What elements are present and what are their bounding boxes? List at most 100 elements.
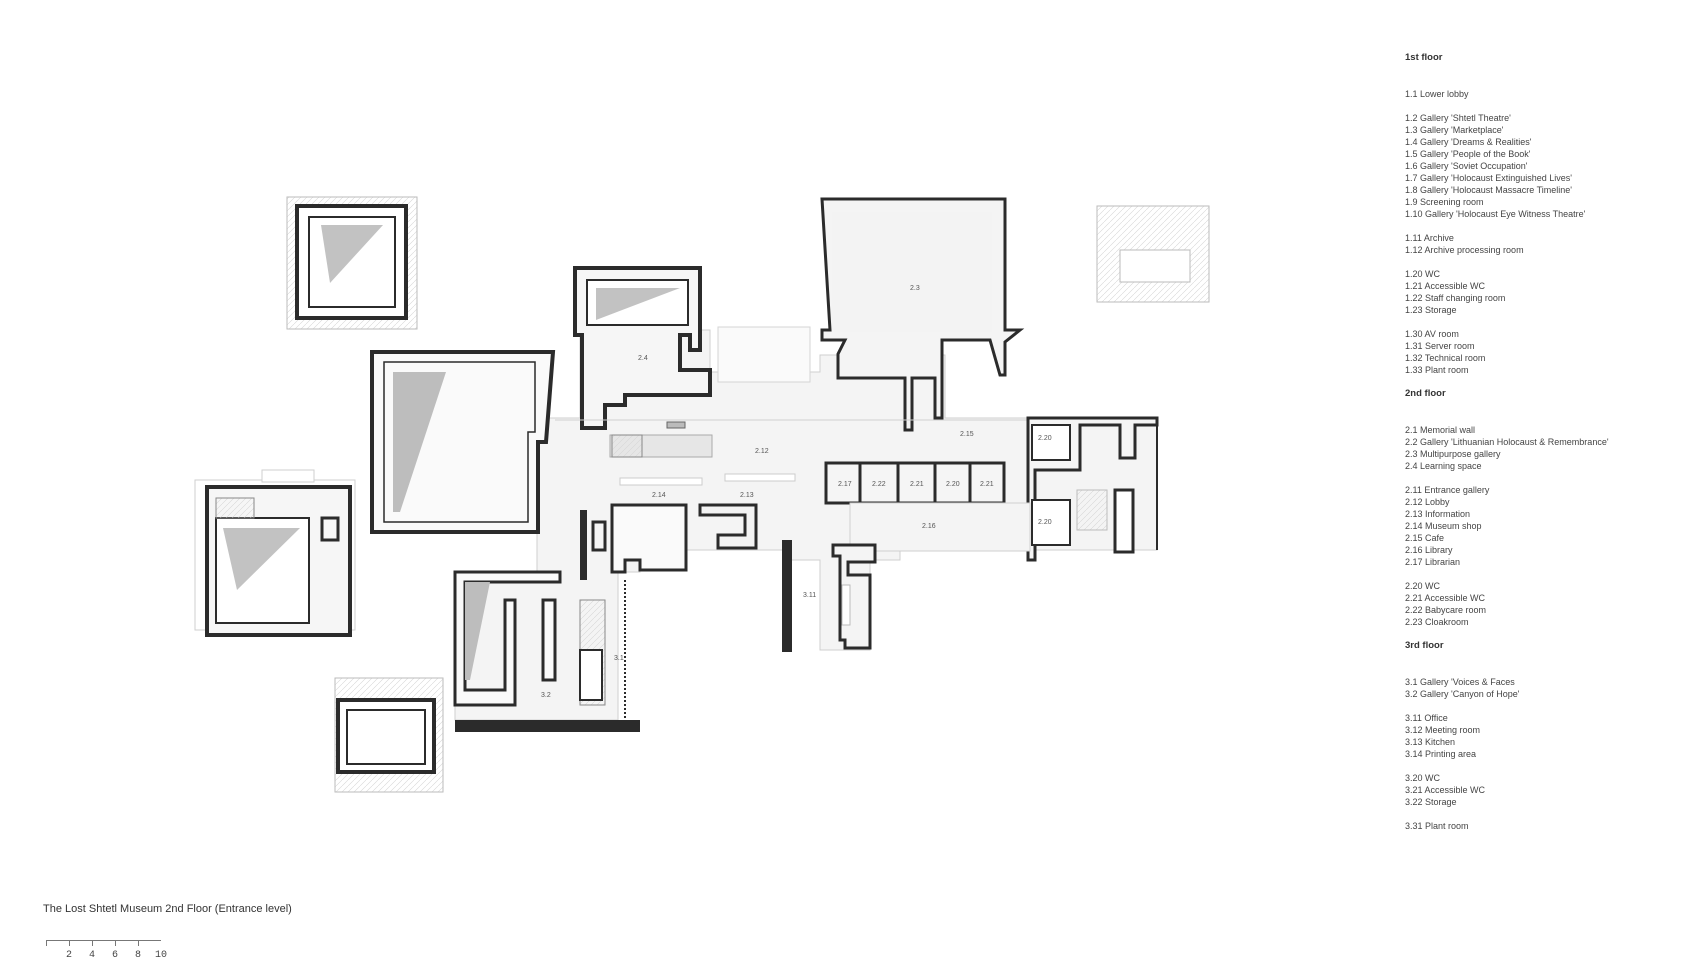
shop-information-block — [580, 503, 758, 580]
scale-label: 10 — [154, 950, 168, 961]
room-label-2-4: 2.4 — [638, 355, 648, 362]
legend-item: 3.14 Printing area — [1405, 749, 1477, 759]
legend-item: 1.22 Staff changing room — [1405, 293, 1506, 303]
legend-item: 2.22 Babycare room — [1405, 605, 1487, 615]
legend-item: 3.12 Meeting room — [1405, 725, 1481, 735]
legend-group: 3.31 Plant room — [1405, 820, 1695, 832]
legend-item: 1.2 Gallery 'Shtetl Theatre' — [1405, 113, 1511, 123]
legend-item: 2.16 Library — [1405, 545, 1453, 555]
legend-item: 2.23 Cloakroom — [1405, 617, 1469, 627]
room-label-3-2: 3.2 — [541, 692, 551, 699]
room-label-2-15: 2.15 — [960, 431, 974, 438]
room-label-2-22: 2.22 — [872, 481, 886, 488]
legend-item: 1.32 Technical room — [1405, 353, 1486, 363]
roof-outline-northwest — [286, 196, 418, 330]
legend-item: 2.2 Gallery 'Lithuanian Holocaust & Reme… — [1405, 437, 1609, 447]
room-label-2-20c: 2.20 — [1038, 519, 1052, 526]
room-label-2-20a: 2.20 — [1038, 435, 1052, 442]
scale-label: 8 — [134, 950, 142, 961]
legend-group: 1.1 Lower lobby — [1405, 88, 1695, 100]
room-label-2-3: 2.3 — [910, 285, 920, 292]
scale-tick — [92, 940, 93, 946]
canyon-block — [453, 570, 640, 732]
legend-item: 1.21 Accessible WC — [1405, 281, 1486, 291]
scale-label: 2 — [65, 950, 73, 961]
room-label-2-21b: 2.21 — [980, 481, 994, 488]
roof-outline-northeast — [1096, 205, 1210, 303]
legend-floor: 3rd floor 3.1 Gallery 'Voices & Faces 3.2 … — [1405, 640, 1695, 832]
stair-lobby — [611, 434, 643, 458]
scale-tick — [115, 940, 116, 946]
room-label-2-12: 2.12 — [755, 448, 769, 455]
legend-item: 1.10 Gallery 'Holocaust Eye Witness Thea… — [1405, 209, 1586, 219]
legend-item: 3.2 Gallery 'Canyon of Hope' — [1405, 689, 1520, 699]
legend-item: 3.22 Storage — [1405, 797, 1457, 807]
wing-west — [194, 469, 356, 637]
legend-item: 1.3 Gallery 'Marketplace' — [1405, 125, 1504, 135]
scale-tick — [69, 940, 70, 946]
legend-item: 1.11 Archive — [1405, 233, 1454, 243]
room-legend: 1st floor 1.1 Lower lobby 1.2 Gallery 'Sht… — [1405, 52, 1695, 844]
legend-item: 2.14 Museum shop — [1405, 521, 1482, 531]
legend-floor-heading: 3rd floor — [1405, 640, 1444, 651]
legend-floor: 1st floor 1.1 Lower lobby 1.2 Gallery 'Sht… — [1405, 52, 1695, 376]
roof-outline-southwest — [334, 677, 444, 793]
legend-item: 3.13 Kitchen — [1405, 737, 1456, 747]
legend-item: 1.4 Gallery 'Dreams & Realities' — [1405, 137, 1532, 147]
legend-item: 1.33 Plant room — [1405, 365, 1469, 375]
legend-item: 1.20 WC — [1405, 269, 1441, 279]
legend-item: 1.9 Screening room — [1405, 197, 1484, 207]
legend-floor-heading: 2nd floor — [1405, 388, 1446, 399]
legend-item: 2.4 Learning space — [1405, 461, 1482, 471]
legend-item: 3.11 Office — [1405, 713, 1448, 723]
legend-group: 1.20 WC 1.21 Accessible WC 1.22 Staff chan… — [1405, 268, 1695, 316]
room-labels: 2.4 2.3 2.12 2.15 2.20 2.17 2.22 2.21 2.… — [541, 285, 1052, 699]
drawing-caption: The Lost Shtetl Museum 2nd Floor (Entran… — [43, 903, 292, 915]
legend-item: 3.20 WC — [1405, 773, 1441, 783]
legend-item: 3.31 Plant room — [1405, 821, 1469, 831]
legend-group: 1.11 Archive 1.12 Archive processing room — [1405, 232, 1695, 256]
room-label-3-1: 3.1 — [614, 655, 624, 662]
legend-group: 3.20 WC 3.21 Accessible WC 3.22 Storage — [1405, 772, 1695, 808]
room-label-2-16: 2.16 — [922, 523, 936, 530]
scale-bar-line — [46, 940, 161, 947]
legend-item: 1.1 Lower lobby — [1405, 89, 1469, 99]
legend-item: 3.21 Accessible WC — [1405, 785, 1486, 795]
legend-item: 1.31 Server room — [1405, 341, 1475, 351]
legend-item: 1.12 Archive processing room — [1405, 245, 1524, 255]
room-label-3-11: 3.11 — [803, 592, 816, 599]
legend-group: 3.1 Gallery 'Voices & Faces 3.2 Gallery '… — [1405, 676, 1695, 700]
legend-item: 2.12 Lobby — [1405, 497, 1450, 507]
legend-item: 1.6 Gallery 'Soviet Occupation' — [1405, 161, 1528, 171]
legend-group: 3.11 Office 3.12 Meeting room 3.13 Kitchen… — [1405, 712, 1695, 760]
room-label-2-20b: 2.20 — [946, 481, 960, 488]
legend-item: 2.17 Librarian — [1405, 557, 1461, 567]
legend-item: 1.30 AV room — [1405, 329, 1459, 339]
legend-item: 1.7 Gallery 'Holocaust Extinguished Live… — [1405, 173, 1573, 183]
legend-group: 2.1 Memorial wall 2.2 Gallery 'Lithuanian… — [1405, 424, 1695, 472]
legend-item: 3.1 Gallery 'Voices & Faces — [1405, 677, 1515, 687]
room-2-4-block — [573, 266, 712, 430]
library-strip — [849, 502, 1031, 552]
south-office-block — [782, 540, 877, 652]
gallery-block-west — [370, 350, 556, 534]
legend-item: 1.5 Gallery 'People of the Book' — [1405, 149, 1531, 159]
east-block — [1026, 416, 1159, 562]
legend-item: 2.13 Information — [1405, 509, 1471, 519]
scale-label: 4 — [88, 950, 96, 961]
legend-item: 2.1 Memorial wall — [1405, 425, 1476, 435]
legend-group: 1.30 AV room 1.31 Server room 1.32 Technic… — [1405, 328, 1695, 376]
legend-item: 2.15 Cafe — [1405, 533, 1445, 543]
scale-tick — [138, 940, 139, 946]
room-label-2-21: 2.21 — [910, 481, 924, 488]
legend-item: 2.21 Accessible WC — [1405, 593, 1486, 603]
room-2-3-block — [820, 197, 1025, 432]
legend-item: 2.3 Multipurpose gallery — [1405, 449, 1501, 459]
legend-floor-heading: 1st floor — [1405, 52, 1443, 63]
small-rooms-row — [824, 461, 1006, 505]
legend-item: 1.23 Storage — [1405, 305, 1457, 315]
legend-group: 1.2 Gallery 'Shtetl Theatre' 1.3 Gallery … — [1405, 112, 1695, 220]
